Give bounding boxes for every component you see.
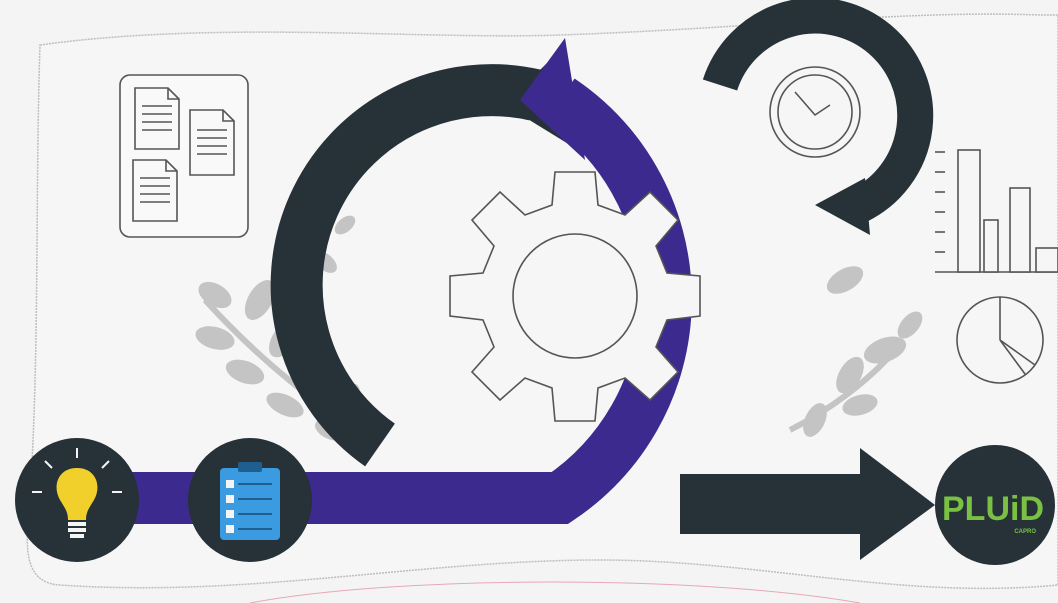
documents-icon xyxy=(120,75,248,237)
pie-chart-icon xyxy=(957,297,1043,383)
plud-logo-step: PLUiD CAPRO xyxy=(935,445,1055,565)
gear-icon xyxy=(450,172,700,421)
logo-subtext: CAPRO xyxy=(1014,529,1036,535)
clipboard-checklist-icon xyxy=(220,462,280,540)
decorative-curve xyxy=(250,582,860,603)
logo-text: PLUiD xyxy=(942,490,1044,528)
clock-icon xyxy=(770,67,860,157)
clipboard-step xyxy=(188,438,312,562)
lightbulb-step xyxy=(15,438,139,562)
